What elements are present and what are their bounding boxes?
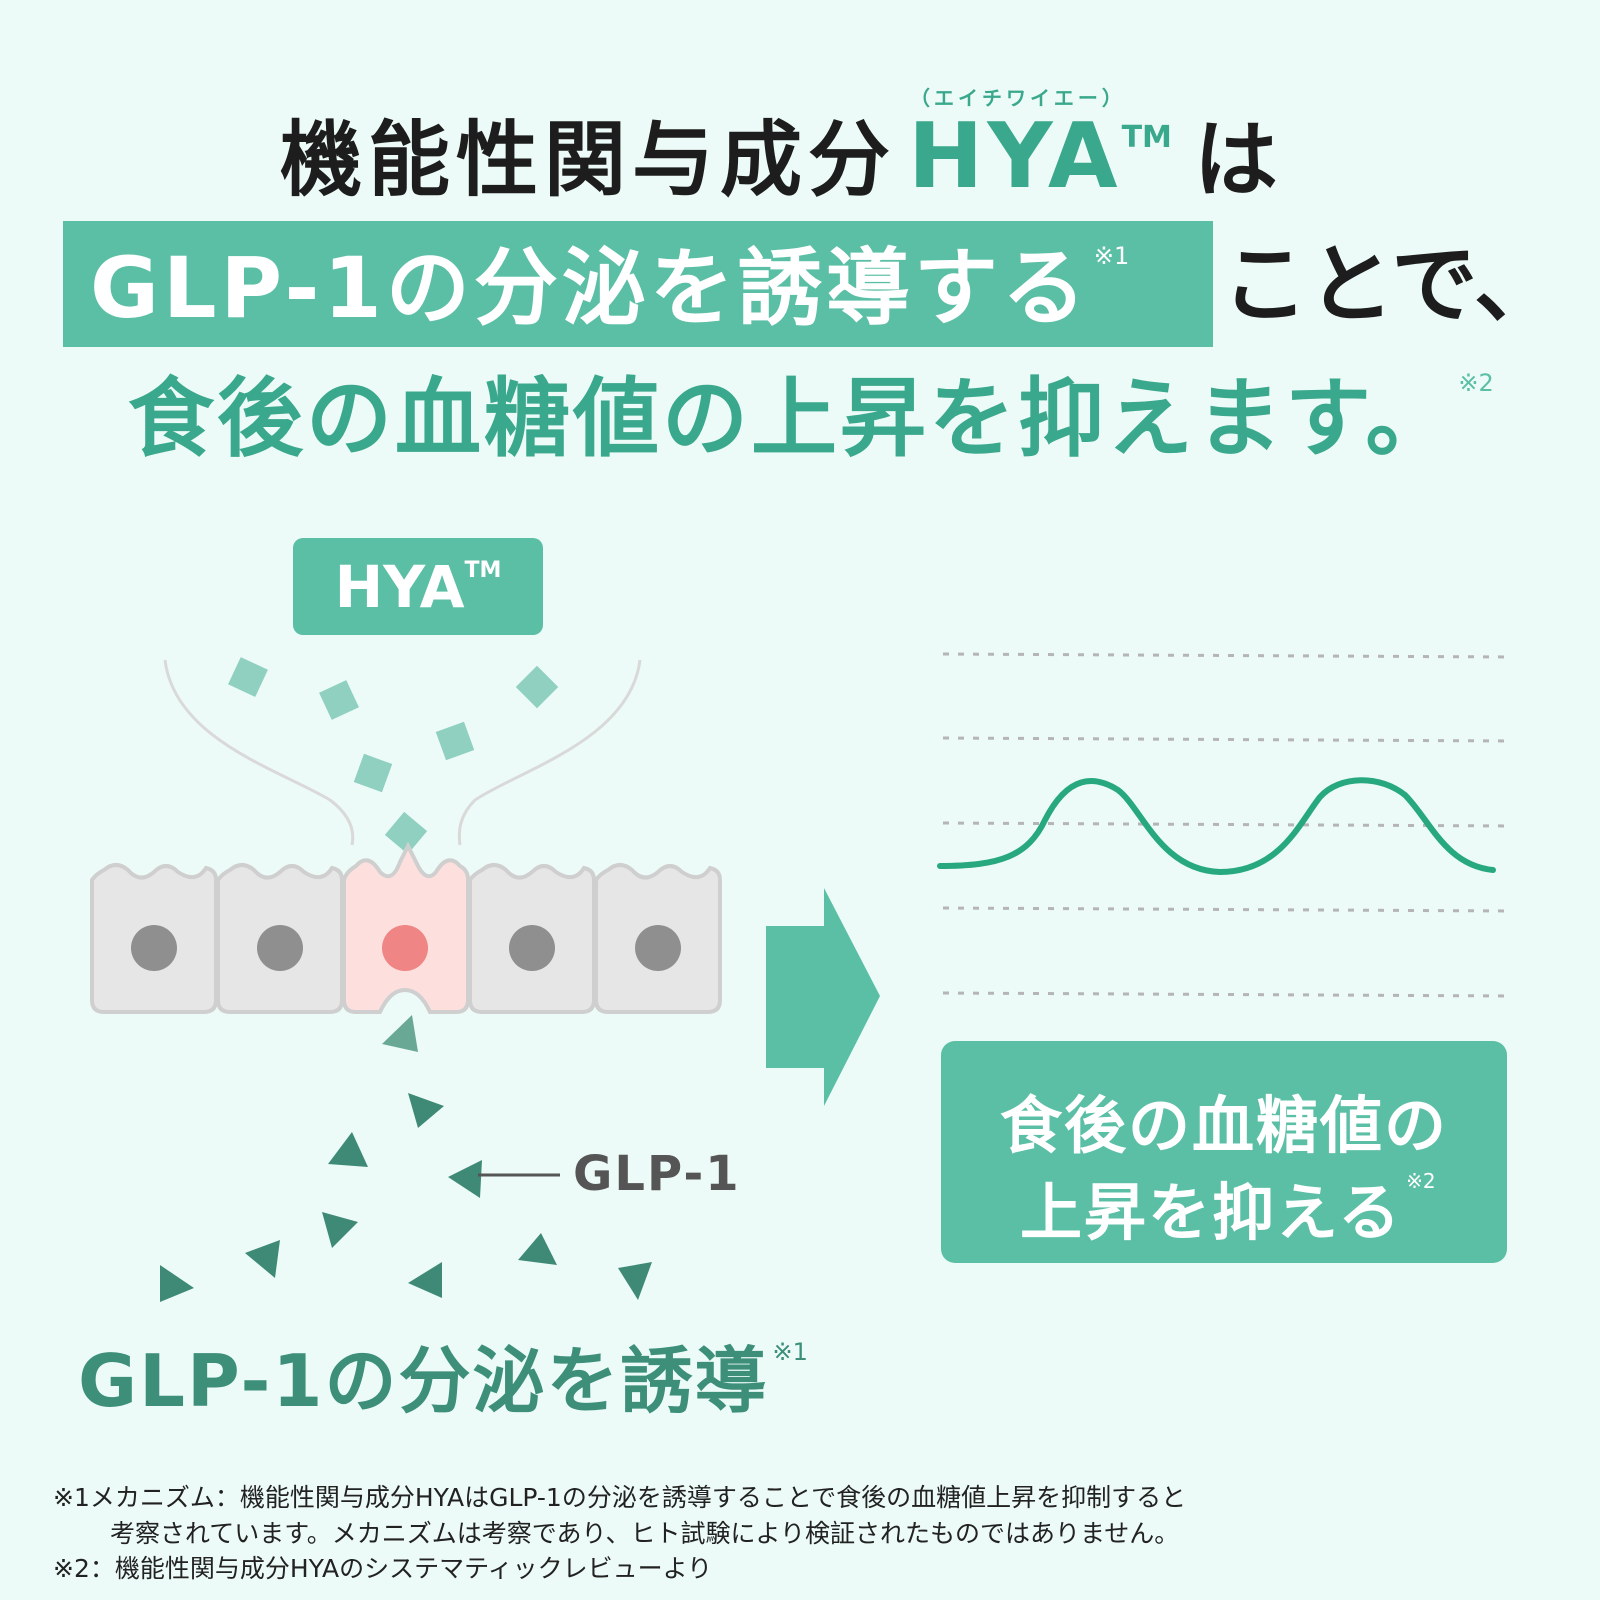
cell-nucleus — [509, 925, 555, 971]
glp1-particle — [382, 1015, 418, 1052]
funnel-line-right — [457, 659, 642, 846]
funnel-line-left — [163, 659, 355, 846]
glp1-particle — [518, 1233, 557, 1265]
glp1-caption-text: GLP-1の分泌を誘導 — [78, 1339, 769, 1423]
result-arrow — [766, 888, 880, 1106]
glp1-particle — [618, 1262, 652, 1300]
cell-nucleus-active — [382, 925, 428, 971]
result-box — [941, 1041, 1507, 1263]
trademark-mark: TM — [1121, 120, 1172, 155]
headline-line3: 食後の血糖値の上昇を抑えます。 ※2 — [128, 369, 1494, 469]
cell-nuclei — [131, 925, 681, 971]
footnote-2: ※2：機能性関与成分HYAのシステマティックレビューより — [53, 1554, 713, 1583]
glp1-particle — [245, 1240, 280, 1278]
glp1-particle — [160, 1265, 194, 1302]
hya-name: HYA — [908, 104, 1122, 209]
result-line2-text: 上昇を抑える — [1020, 1176, 1403, 1249]
glp1-particle — [322, 1212, 358, 1248]
gridline — [942, 652, 1511, 659]
cell-nucleus — [131, 925, 177, 971]
headline-line1: 機能性関与成分 （エイチワイエー） HYATM は — [280, 86, 1278, 209]
footnotes: ※1メカニズム：機能性関与成分HYAはGLP-1の分泌を誘導することで食後の血糖… — [53, 1480, 1573, 1587]
result-footnote-mark: ※2 — [1406, 1169, 1436, 1193]
cell-nucleus — [257, 925, 303, 971]
glp1-particle — [408, 1262, 442, 1298]
cell-nucleus — [635, 925, 681, 971]
headline-band — [63, 221, 1213, 347]
gridline — [942, 906, 1511, 913]
footnote-1-line1: ※1メカニズム：機能性関与成分HYAはGLP-1の分泌を誘導することで食後の血糖… — [53, 1483, 1187, 1512]
glp1-particle — [448, 1160, 482, 1198]
gridline — [942, 736, 1511, 743]
glp1-particles — [160, 1015, 652, 1302]
headline-band-text: GLP-1の分泌を誘導する ※1 — [90, 233, 1129, 343]
graph-gridlines — [942, 652, 1511, 998]
hya-particle — [435, 721, 475, 761]
hya-particle — [228, 657, 268, 697]
headline-line3-text: 食後の血糖値の上昇を抑えます。 — [128, 369, 1455, 469]
result-line2: 上昇を抑える ※2 — [1020, 1162, 1436, 1252]
band-footnote-mark: ※1 — [1093, 242, 1130, 270]
glucose-curve — [937, 777, 1496, 876]
hya-badge-trademark: TM — [464, 558, 502, 583]
hya-particle — [319, 680, 359, 720]
glp1-label: GLP-1 — [573, 1146, 741, 1202]
hya-particle — [515, 665, 559, 709]
gridline — [942, 821, 1511, 828]
hya-particle — [384, 811, 428, 855]
glp1-caption: GLP-1の分泌を誘導 ※1 — [78, 1338, 808, 1423]
footnote-1-line2: 考察されています。メカニズムは考察であり、ヒト試験により検証されたものではありま… — [110, 1518, 1180, 1548]
glp1-particle — [328, 1132, 368, 1167]
hya-particles — [228, 657, 559, 855]
gridline — [942, 991, 1511, 998]
hya-brand: （エイチワイエー） HYATM — [908, 86, 1172, 202]
headline-prefix: 機能性関与成分 — [280, 113, 897, 208]
glp1-caption-footnote-mark: ※1 — [772, 1337, 808, 1366]
result-line1: 食後の血糖値の — [999, 1089, 1448, 1162]
glp1-particle — [408, 1093, 444, 1128]
headline-suffix: は — [1193, 111, 1278, 209]
headline-band-tail: ことで、 — [1222, 235, 1560, 335]
hya-badge-text: HYA — [334, 552, 465, 621]
band-main-text: GLP-1の分泌を誘導する — [90, 239, 1090, 337]
hya-ruby: （エイチワイエー） — [910, 86, 1126, 110]
headline-line3-footnote-mark: ※2 — [1458, 369, 1494, 398]
hya-particle — [353, 753, 393, 793]
